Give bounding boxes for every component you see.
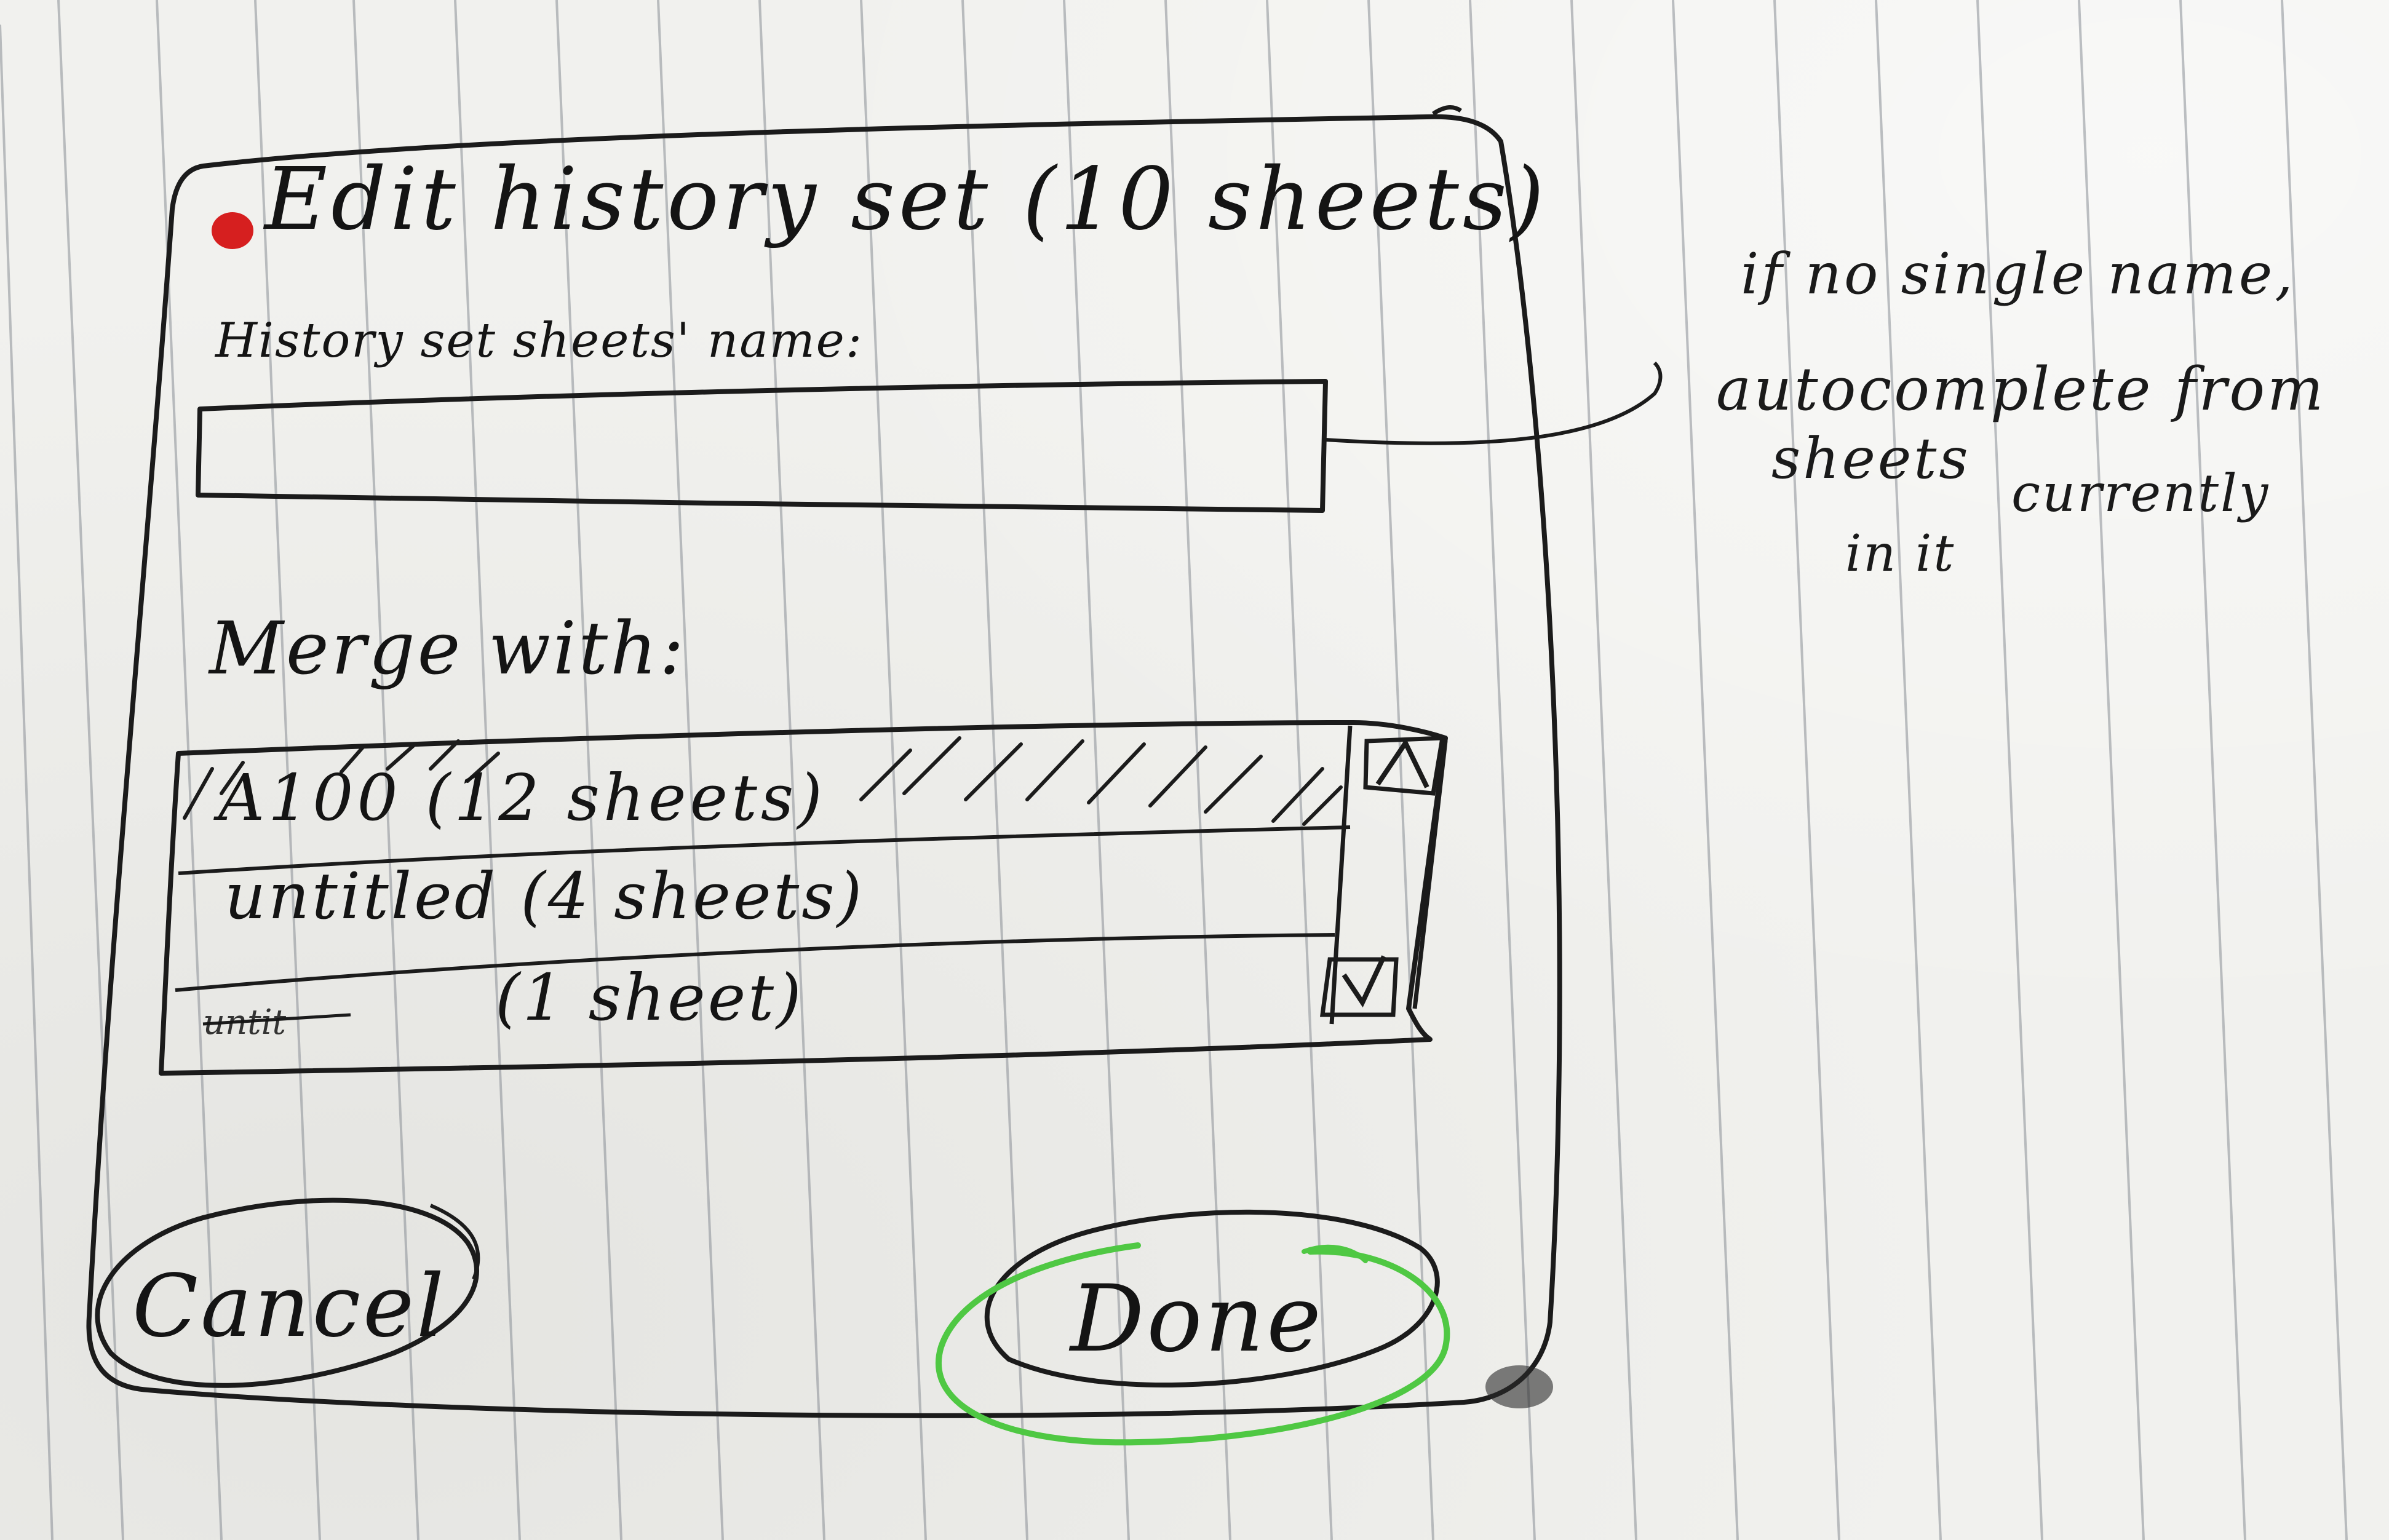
annotation-line: sheets — [1771, 426, 1971, 491]
done-button[interactable] — [972, 1224, 1452, 1408]
scroll-down-button[interactable] — [1326, 956, 1396, 1024]
merge-item-row-1: A100 (12 sheets) — [218, 766, 826, 830]
scroll-up-button[interactable] — [1369, 735, 1442, 803]
cancel-button-label: Cancel — [132, 1256, 447, 1357]
annotation-line: currently — [2011, 463, 2270, 523]
annotation-line: in it — [1845, 525, 1956, 583]
merge-with-label: Merge with: — [209, 606, 686, 691]
dialog-title: Edit history set (10 sheets) — [264, 149, 1548, 250]
merge-item-row-2: untitled (4 sheets) — [225, 864, 864, 928]
history-set-name-input[interactable] — [200, 381, 1313, 498]
merge-item-count: (1 sheet) — [495, 960, 804, 1035]
cancel-button[interactable] — [89, 1205, 477, 1390]
history-set-name-label: History set sheets' name: — [215, 313, 864, 368]
done-button-label: Done — [1070, 1266, 1324, 1373]
merge-item-count: (12 sheets) — [425, 760, 826, 835]
merge-item-count: (4 sheets) — [520, 859, 865, 934]
merge-item-name: A100 — [218, 760, 402, 835]
annotation-line: if no single name, — [1741, 241, 2296, 307]
merge-item-name: untitled — [225, 859, 498, 934]
annotation-line: autocomplete from — [1716, 355, 2326, 424]
merge-item-name: untit — [203, 1002, 287, 1042]
